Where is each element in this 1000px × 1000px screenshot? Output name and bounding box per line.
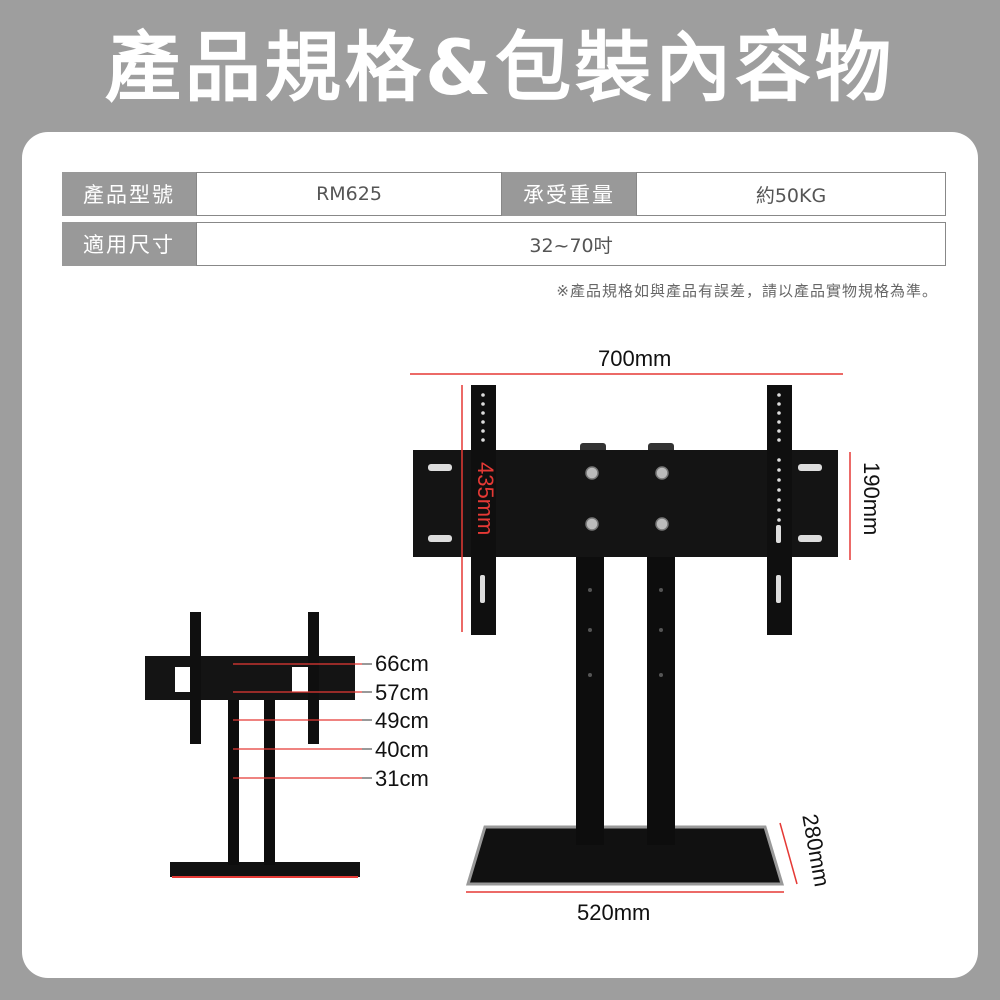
large-stand [410,373,851,893]
height-total-label: 435mm [473,462,498,536]
dimension-lines [410,373,851,893]
plate-height-label: 190mm [859,462,884,536]
small-stand [145,612,372,878]
height-label-2: 57cm [375,680,429,705]
base-width-label: 520mm [577,900,651,925]
width-top-label: 700mm [598,346,672,371]
size-value: 32~70吋 [196,222,946,266]
disclaimer-note: ※產品規格如與產品有誤差，請以產品實物規格為準。 [556,282,938,300]
height-label-3: 49cm [375,708,429,733]
post-left [576,555,604,845]
spec-row-model: 產品型號 RM625 承受重量 約50KG [62,172,946,216]
height-label-5: 31cm [375,766,429,791]
post-right [647,555,675,845]
model-label: 產品型號 [62,172,196,216]
load-label: 承受重量 [502,172,636,216]
height-label-1: 66cm [375,651,429,676]
size-label: 適用尺寸 [62,222,196,266]
page-title: 產品規格&包裝內容物 [104,23,896,112]
base-plate [465,825,785,886]
spec-row-size: 適用尺寸 32~70吋 [62,222,946,266]
load-value: 約50KG [636,172,946,216]
small-base [170,862,360,877]
model-value: RM625 [196,172,502,216]
height-label-4: 40cm [375,737,429,762]
